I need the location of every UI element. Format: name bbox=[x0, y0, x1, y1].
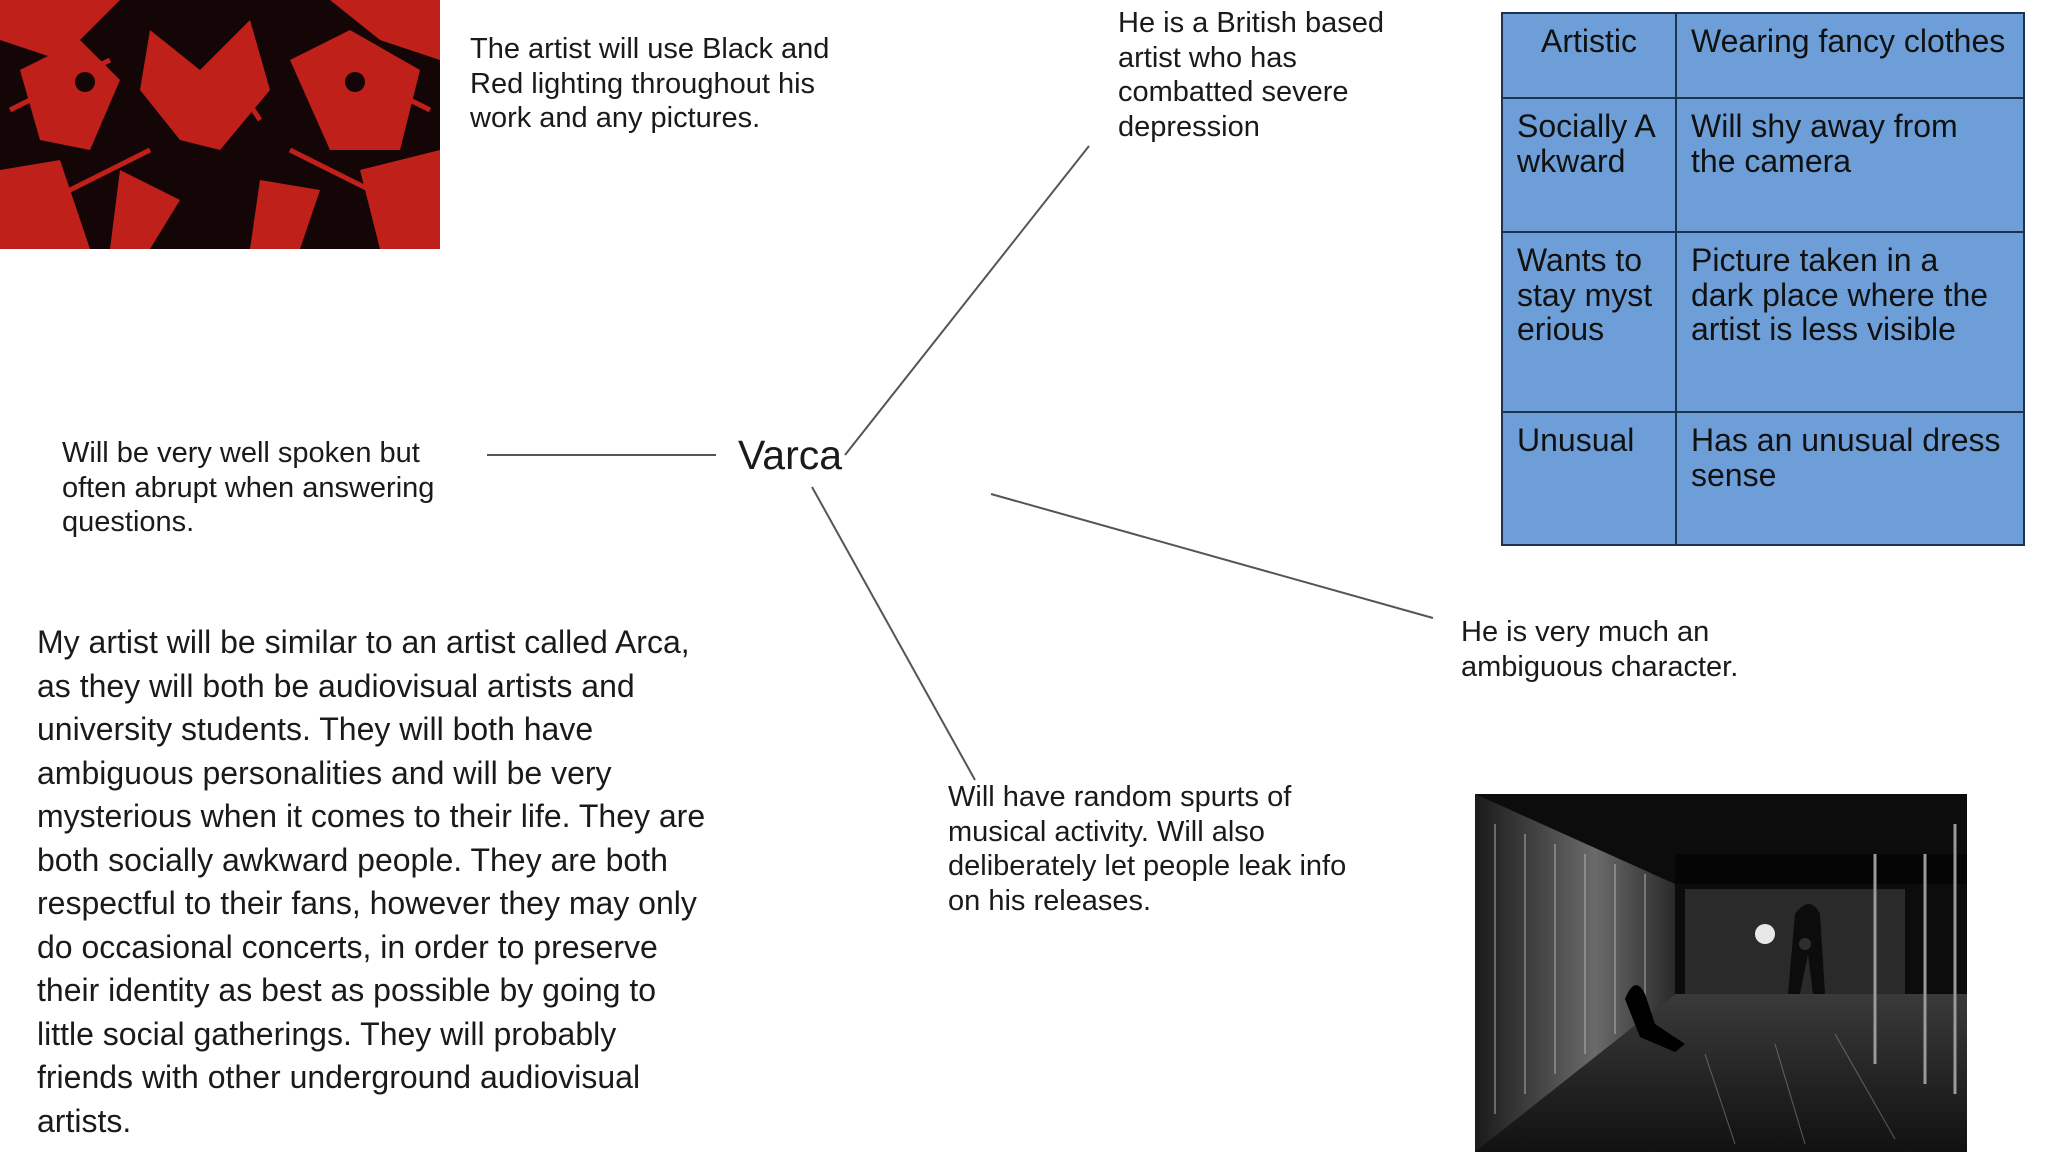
british-note: He is a British based artist who has com… bbox=[1118, 7, 1384, 143]
dark-street-photo bbox=[1475, 794, 1967, 1152]
spurts-note: Will have random spurts of musical activ… bbox=[948, 781, 1347, 917]
detail-cell: Wearing fancy clothes bbox=[1675, 12, 2025, 99]
table-row: Wants to stay mysterious Picture taken i… bbox=[1501, 231, 2025, 413]
ambiguous-note: He is very much an ambiguous character. bbox=[1461, 616, 1739, 683]
trait-cell: Wants to stay mysterious bbox=[1501, 231, 1677, 413]
trait-cell: Socially Awkward bbox=[1501, 97, 1677, 233]
trait-cell: Artistic bbox=[1501, 12, 1677, 99]
lighting-note: The artist will use Black and Red lighti… bbox=[470, 33, 830, 134]
detail-cell: Will shy away from the camera bbox=[1675, 97, 2025, 233]
detail-cell: Has an unusual dress sense bbox=[1675, 411, 2025, 546]
table-row: Unusual Has an unusual dress sense bbox=[1501, 411, 2025, 546]
spoken-note: Will be very well spoken but often abrup… bbox=[62, 437, 435, 538]
detail-cell: Picture taken in a dark place where the … bbox=[1675, 231, 2025, 413]
connector-to-british-note bbox=[844, 145, 1090, 456]
arca-comparison-paragraph: My artist will be similar to an artist c… bbox=[37, 624, 706, 1139]
central-name-label: Varca bbox=[738, 432, 843, 478]
trait-cell: Unusual bbox=[1501, 411, 1677, 546]
table-row: Socially Awkward Will shy away from the … bbox=[1501, 97, 2025, 233]
red-black-artwork-image bbox=[0, 0, 440, 249]
connector-to-ambiguous-note bbox=[990, 493, 1434, 619]
connector-to-spurts-note bbox=[811, 486, 976, 781]
table-row: Artistic Wearing fancy clothes bbox=[1501, 12, 2025, 99]
traits-table: Artistic Wearing fancy clothes Socially … bbox=[1501, 12, 2025, 546]
